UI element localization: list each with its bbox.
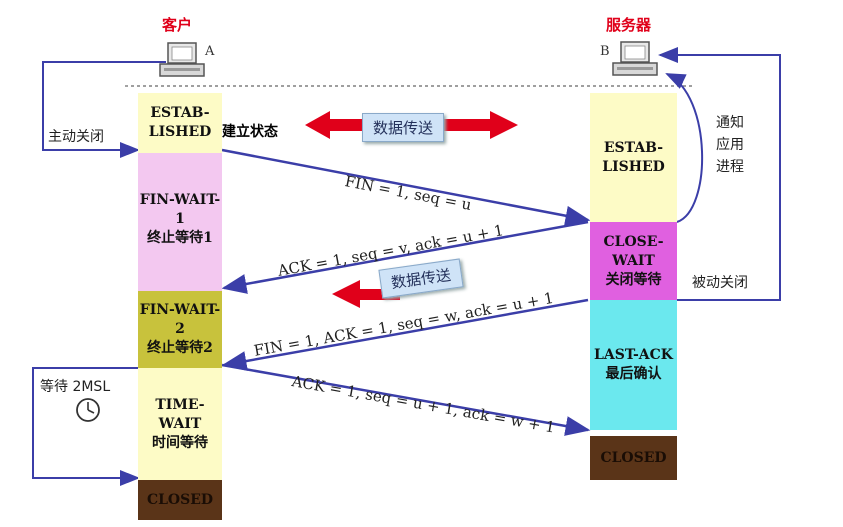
notify-app-label: 通知 应用 进程: [716, 112, 744, 178]
data-transfer-left-arrow: [332, 280, 400, 308]
state-label: LAST-ACK: [594, 347, 673, 363]
state-label: FIN-WAIT-2: [139, 302, 221, 337]
server-title: 服务器: [606, 16, 652, 34]
state-label: 关闭等待: [605, 271, 662, 288]
state-label: 时间等待: [152, 434, 208, 451]
client-computer-icon: [159, 42, 205, 77]
state-label: ESTAB-: [150, 105, 210, 121]
data-transfer-tag-1: 数据传送: [362, 113, 445, 142]
fin-ack-arrow: [221, 298, 589, 371]
notify-app-line: 通知: [716, 115, 744, 131]
notify-app-line: 进程: [716, 159, 744, 175]
client-state-fin-wait-1: FIN-WAIT-1 终止等待1: [138, 153, 222, 291]
wait-2msl-arrow: [32, 367, 140, 486]
server-letter: B: [600, 44, 610, 59]
state-label: CLOSED: [600, 449, 667, 466]
client-state-established: ESTAB- LISHED: [138, 93, 222, 153]
state-label: FIN-WAIT-1: [139, 192, 221, 227]
client-state-closed: CLOSED: [138, 480, 222, 520]
ack-arrow: [221, 220, 589, 294]
passive-close-arrow: [658, 47, 781, 301]
server-state-last-ack: LAST-ACK 最后确认: [590, 300, 677, 430]
client-state-time-wait: TIME-WAIT 时间等待: [138, 368, 222, 480]
state-label: CLOSE-WAIT: [603, 233, 664, 269]
server-state-established: ESTAB- LISHED: [590, 93, 677, 222]
state-label: LISHED: [148, 124, 212, 140]
wait-2msl-label: 等待 2MSL: [40, 379, 111, 395]
server-computer-icon: [612, 41, 658, 76]
server-state-closed: CLOSED: [590, 436, 677, 480]
clock-icon: [76, 398, 100, 422]
state-label: CLOSED: [146, 491, 214, 508]
state-label: 终止等待1: [147, 230, 213, 246]
state-label: 终止等待2: [147, 340, 213, 356]
client-title: 客户: [162, 16, 193, 34]
fin-arrow: [221, 148, 591, 226]
active-close-arrow: [42, 61, 166, 158]
final-ack-arrow: [221, 363, 591, 436]
state-label: LISHED: [602, 158, 665, 175]
state-label: 最后确认: [605, 366, 662, 382]
notify-app-arrow: [665, 73, 704, 223]
client-state-fin-wait-2: FIN-WAIT-2 终止等待2: [138, 291, 222, 368]
passive-close-label: 被动关闭: [692, 275, 748, 291]
state-label: TIME-WAIT: [155, 396, 205, 432]
active-close-label: 主动关闭: [48, 129, 104, 145]
server-state-close-wait: CLOSE-WAIT 关闭等待: [590, 222, 677, 300]
state-label: ESTAB-: [603, 139, 664, 156]
client-letter: A: [205, 44, 215, 59]
client-established-cn: 建立状态: [222, 124, 278, 140]
notify-app-line: 应用: [716, 137, 744, 153]
